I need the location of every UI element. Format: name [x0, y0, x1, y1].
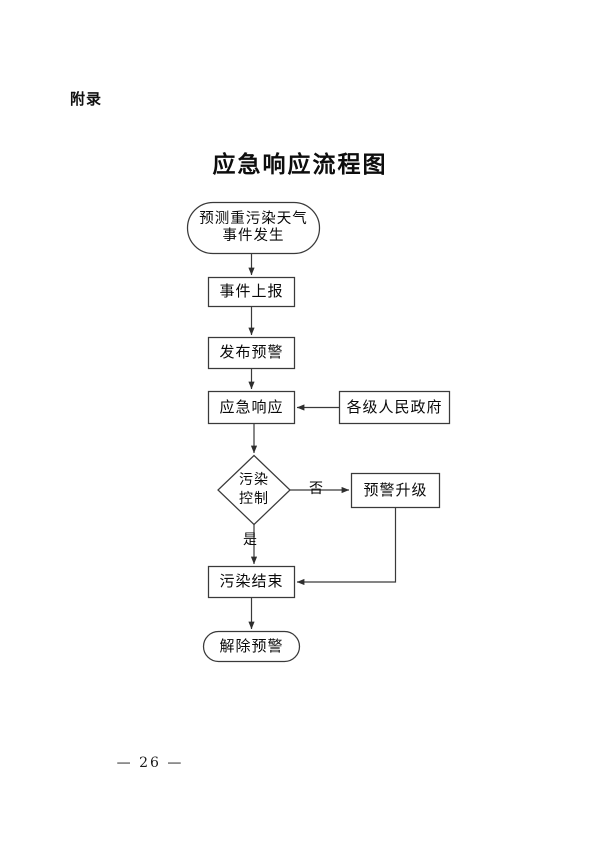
shape-issue-warning [207, 336, 296, 370]
shape-pollution-ended [207, 565, 296, 599]
shape-event-report [207, 276, 296, 308]
appendix-label: 附录 [70, 90, 103, 108]
edge-upgrade-to-end [296, 507, 397, 586]
shape-emergency-response [207, 390, 296, 425]
shape-governments [338, 390, 451, 425]
shape-warning-upgrade [350, 472, 441, 509]
shape-lift-warning [202, 630, 301, 663]
page-title: 应急响应流程图 [212, 151, 388, 178]
shape-start [186, 201, 321, 255]
page-number: — 26 — [116, 755, 184, 771]
shape-decision-diamond [217, 454, 291, 526]
